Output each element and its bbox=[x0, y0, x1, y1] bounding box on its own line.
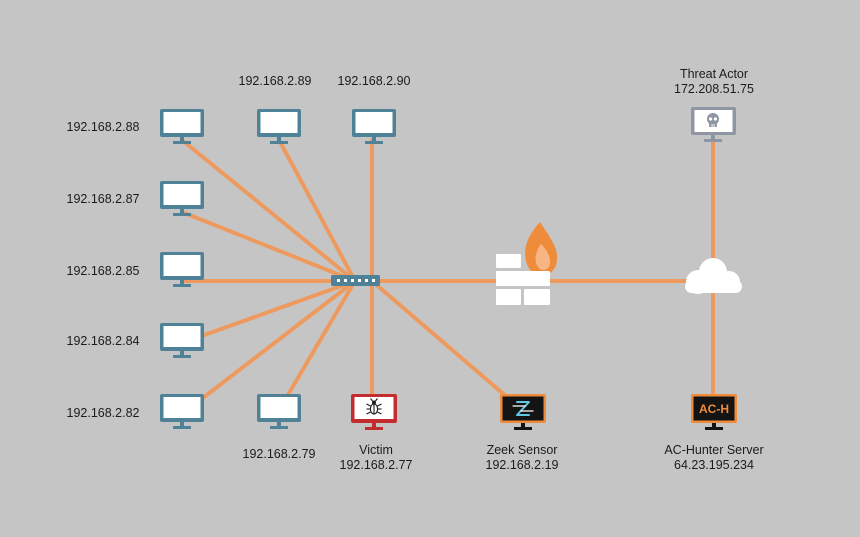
bug-icon bbox=[366, 398, 382, 415]
network-switch-icon bbox=[331, 275, 380, 286]
victim-label: Victim 192.168.2.77 bbox=[316, 443, 436, 473]
firewall-icon bbox=[496, 222, 558, 305]
ac-hunter-name: AC-Hunter Server bbox=[664, 443, 764, 457]
link-switch-pc84 bbox=[180, 279, 357, 345]
link-switch-pc87 bbox=[180, 210, 357, 283]
host-label-85: 192.168.2.85 bbox=[66, 264, 140, 278]
link-switch-pc79 bbox=[277, 279, 357, 412]
threat-actor-label: Threat Actor 172.208.51.75 bbox=[654, 67, 774, 97]
threat-actor-ip: 172.208.51.75 bbox=[674, 82, 754, 96]
link-switch-zeek bbox=[370, 279, 524, 412]
zeek-sensor-ip: 192.168.2.19 bbox=[485, 458, 559, 472]
ac-hunter-monitor: AC-H bbox=[691, 394, 737, 430]
link-switch-pc88 bbox=[180, 138, 357, 283]
threat-actor-monitor bbox=[691, 107, 736, 142]
host-label-88: 192.168.2.88 bbox=[66, 120, 140, 134]
ac-hunter-badge: AC-H bbox=[699, 402, 729, 416]
ac-hunter-label: AC-Hunter Server 64.23.195.234 bbox=[644, 443, 784, 473]
zeek-sensor-name: Zeek Sensor bbox=[486, 443, 558, 457]
host-label-84: 192.168.2.84 bbox=[66, 334, 140, 348]
host-monitor-icon-88 bbox=[160, 109, 204, 144]
zeek-logo-icon bbox=[512, 401, 534, 416]
ac-hunter-ip: 64.23.195.234 bbox=[674, 458, 754, 472]
victim-ip: 192.168.2.77 bbox=[339, 458, 413, 472]
skull-icon bbox=[707, 113, 719, 127]
host-monitor-icon-87 bbox=[160, 181, 204, 216]
flame-icon bbox=[525, 222, 558, 276]
host-label-87: 192.168.2.87 bbox=[66, 192, 140, 206]
zeek-sensor-monitor bbox=[500, 394, 546, 430]
victim-name: Victim bbox=[359, 443, 393, 457]
link-switch-pc89 bbox=[277, 138, 357, 283]
host-label-90: 192.168.2.90 bbox=[337, 74, 411, 88]
internet-cloud-icon bbox=[685, 258, 742, 294]
threat-actor-name: Threat Actor bbox=[679, 67, 749, 81]
links bbox=[180, 133, 715, 416]
link-switch-pc82 bbox=[180, 279, 357, 416]
host-monitor-icon-84 bbox=[160, 323, 204, 358]
host-monitor-icon-79 bbox=[257, 394, 301, 429]
zeek-sensor-label: Zeek Sensor 192.168.2.19 bbox=[462, 443, 582, 473]
victim-monitor bbox=[351, 394, 397, 430]
host-label-89: 192.168.2.89 bbox=[238, 74, 312, 88]
host-monitor-icon-90 bbox=[352, 109, 396, 144]
host-label-82: 192.168.2.82 bbox=[66, 406, 140, 420]
host-monitor-icon-89 bbox=[257, 109, 301, 144]
host-label-79: 192.168.2.79 bbox=[242, 447, 316, 461]
host-monitor-icon-82 bbox=[160, 394, 204, 429]
